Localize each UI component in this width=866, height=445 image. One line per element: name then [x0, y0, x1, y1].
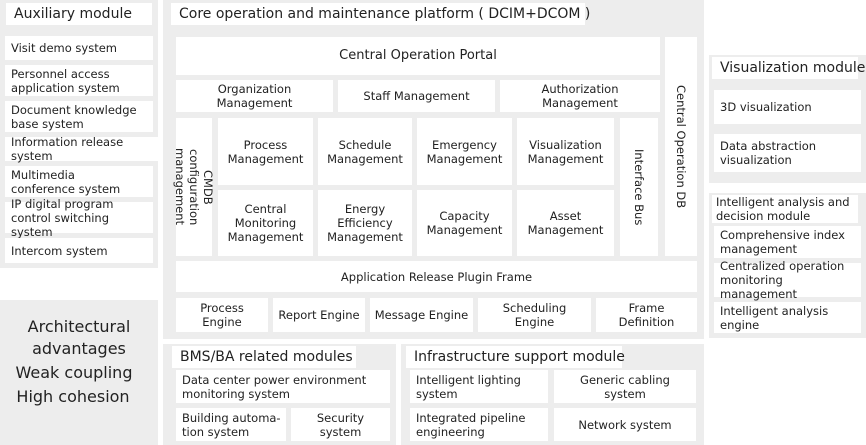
auxiliary-module-title: Auxiliary module: [6, 3, 152, 25]
intelligent-module-title: Intelligent analysis and decision module: [712, 195, 858, 223]
advantages-panel: [0, 300, 158, 445]
visualization-management: Visualization Management: [517, 118, 614, 185]
aux-item-information-release: Information release system: [5, 135, 158, 163]
energy-efficiency-management: Energy Efficiency Management: [318, 190, 412, 256]
bms-item-power-environment: Data center power environment monitoring…: [176, 370, 390, 403]
central-operation-db: Central Operation DB: [665, 37, 697, 256]
core-platform-title: Core operation and maintenance platform …: [171, 3, 590, 25]
infra-item-integrated-pipeline: Integrated pipeline engineering: [410, 408, 548, 441]
central-monitoring-management: Central Monitoring Management: [218, 190, 313, 256]
viz-item-data-abstraction: Data abstraction visualization: [714, 134, 861, 172]
process-management: Process Management: [218, 118, 313, 185]
intel-item-comprehensive-index: Comprehensive index management: [714, 226, 861, 258]
scheduling-engine: Scheduling Engine: [478, 298, 591, 332]
infra-item-network: Network system: [554, 408, 696, 441]
bms-item-building-automation: Building automa- tion system: [176, 408, 286, 441]
frame-definition: Frame Definition: [596, 298, 697, 332]
report-engine: Report Engine: [273, 298, 365, 332]
infra-item-intelligent-lighting: Intelligent lighting system: [410, 370, 548, 403]
aux-item-visit-demo: Visit demo system: [5, 36, 153, 60]
infra-module-title: Infrastructure support module: [406, 346, 625, 368]
aux-item-personnel-access: Personnel access application system: [5, 65, 153, 96]
cmdb-configuration-management: CMDB configuration management: [173, 118, 215, 256]
cmdb-label: CMDB configuration management: [173, 148, 215, 226]
aux-item-multimedia-conference: Multimedia conference system: [5, 166, 153, 197]
application-release-plugin-frame: Application Release Plugin Frame: [176, 261, 697, 292]
capacity-management: Capacity Management: [417, 190, 512, 256]
advantages-heading: Architectural advantages: [27, 317, 131, 358]
message-engine: Message Engine: [370, 298, 473, 332]
intel-item-centralized-monitoring: Centralized operation monitoring managem…: [714, 259, 861, 301]
aux-item-intercom: Intercom system: [5, 238, 153, 263]
staff-management: Staff Management: [338, 80, 495, 112]
bms-module-title: BMS/BA related modules: [172, 346, 356, 368]
organization-management: Organization Management: [176, 80, 333, 112]
interface-bus-label: Interface Bus: [632, 148, 646, 226]
authorization-management: Authorization Management: [500, 80, 660, 112]
aux-item-ip-digital-program: IP digital program control switching sys…: [5, 197, 153, 239]
emergency-management: Emergency Management: [417, 118, 512, 185]
central-operation-portal: Central Operation Portal: [176, 37, 660, 75]
process-engine: Process Engine: [176, 298, 268, 332]
viz-item-3d: 3D visualization: [714, 90, 861, 124]
schedule-management: Schedule Management: [318, 118, 412, 185]
advantage-weak-coupling: Weak coupling: [15, 363, 133, 382]
central-operation-db-label: Central Operation DB: [674, 84, 688, 209]
bms-item-security: Security system: [291, 408, 390, 441]
infra-item-generic-cabling: Generic cabling system: [554, 370, 696, 403]
advantage-high-cohesion: High cohesion: [16, 387, 130, 406]
aux-item-document-knowledge: Document knowledge base system: [5, 101, 153, 132]
asset-management: Asset Management: [517, 190, 614, 256]
intel-item-analysis-engine: Intelligent analysis engine: [714, 302, 861, 333]
interface-bus: Interface Bus: [620, 118, 658, 256]
visualization-module-title: Visualization module: [712, 57, 865, 79]
